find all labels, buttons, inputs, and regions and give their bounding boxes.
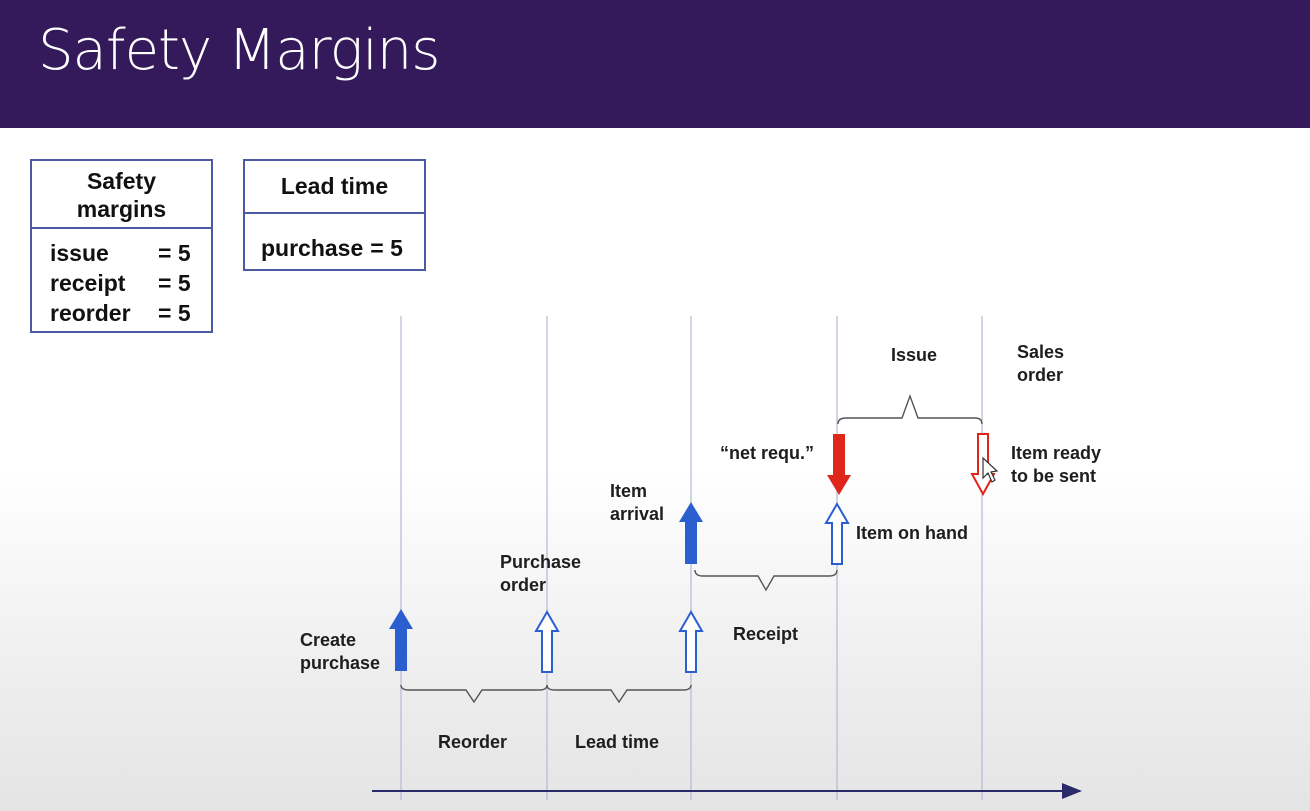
label-sales-order: Sales order bbox=[1017, 342, 1065, 385]
safety-margins-heading: Safety margins bbox=[32, 161, 211, 229]
arrival-outline-arrow-icon bbox=[678, 610, 704, 673]
margin-row-receipt: receipt = 5 bbox=[50, 270, 191, 296]
label-issue: Issue bbox=[891, 345, 938, 365]
mouse-cursor-icon bbox=[982, 456, 999, 483]
purchase-order-arrow-icon bbox=[534, 610, 560, 673]
receipt-brace bbox=[694, 569, 838, 592]
label-item-on-hand: Item on hand bbox=[856, 523, 968, 543]
safety-margins-box: Safety margins issue = 5 receipt = 5 reo… bbox=[30, 159, 213, 333]
lead-time-row-purchase: purchase = 5 bbox=[261, 235, 403, 261]
slide-title: Safety Margins bbox=[38, 18, 440, 83]
label-receipt: Receipt bbox=[733, 624, 799, 644]
label-purchase-order: Purchase order bbox=[500, 552, 582, 595]
lead-time-heading: Lead time bbox=[245, 161, 424, 214]
label-item-arrival: Item arrival bbox=[610, 481, 665, 524]
label-create-purchase: Create purchase bbox=[300, 630, 381, 673]
issue-brace bbox=[837, 393, 983, 425]
create-purchase-arrow-icon bbox=[389, 609, 413, 671]
label-lead-time: Lead time bbox=[575, 732, 660, 752]
label-item-ready: Item ready to be sent bbox=[1011, 443, 1102, 486]
label-reorder: Reorder bbox=[438, 732, 508, 752]
slide-header: Safety Margins bbox=[0, 0, 1310, 128]
item-arrival-arrow-icon bbox=[679, 502, 703, 564]
net-requ-arrow-icon bbox=[827, 434, 851, 495]
label-net-requ: “net requ.” bbox=[720, 443, 815, 463]
reorder-brace bbox=[400, 684, 548, 704]
item-on-hand-arrow-icon bbox=[824, 502, 850, 565]
margin-row-issue: issue = 5 bbox=[50, 240, 191, 266]
margin-row-reorder: reorder = 5 bbox=[50, 300, 191, 326]
lead-time-brace bbox=[546, 684, 692, 704]
lead-time-box: Lead time purchase = 5 bbox=[243, 159, 426, 271]
